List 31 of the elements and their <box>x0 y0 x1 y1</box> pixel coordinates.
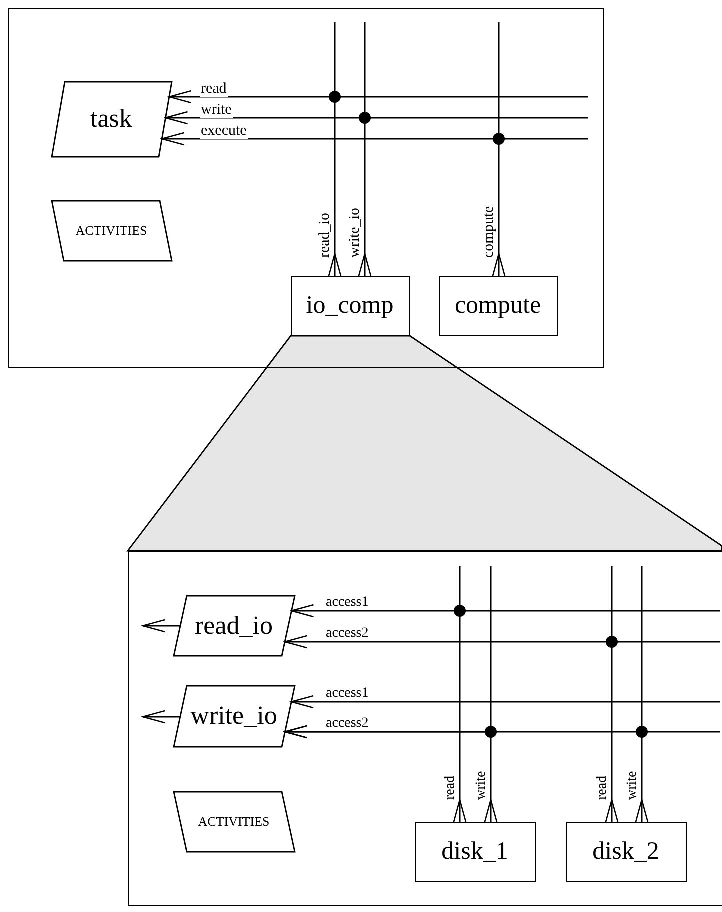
component-frame <box>8 8 604 368</box>
component-box: io_comp <box>290 276 410 336</box>
activity-parallelogram: task <box>52 82 172 156</box>
edge-label: execute <box>200 124 248 139</box>
connector-arrow <box>168 90 342 277</box>
connector-arrow <box>290 695 720 709</box>
activity-parallelogram: write_io <box>174 686 294 746</box>
port-label: read <box>596 776 610 800</box>
port-label: write_io <box>348 208 363 258</box>
component-box: compute <box>438 276 558 336</box>
connector-arrow <box>284 635 619 823</box>
component-box: disk_2 <box>566 822 686 882</box>
activity-parallelogram: ACTIVITIES <box>52 200 172 260</box>
port-label: read_io <box>318 213 333 258</box>
port-label: compute <box>482 206 497 258</box>
connector-arrow <box>291 604 467 823</box>
component-frame <box>128 551 722 906</box>
connector-arrow <box>142 710 180 724</box>
connector-arrow <box>284 725 649 823</box>
port-label: write <box>475 771 489 800</box>
connector-arrow <box>165 111 372 277</box>
edge-label: write <box>200 103 233 118</box>
port-label: write <box>626 771 640 800</box>
port-label: read <box>444 776 458 800</box>
connector-arrow <box>161 132 506 277</box>
zoom-projection <box>128 336 722 551</box>
connector-arrow <box>142 619 180 633</box>
activity-parallelogram: ACTIVITIES <box>174 792 294 852</box>
component-box: disk_1 <box>414 822 536 882</box>
activity-parallelogram: read_io <box>174 596 294 656</box>
edge-label: read <box>200 82 228 97</box>
